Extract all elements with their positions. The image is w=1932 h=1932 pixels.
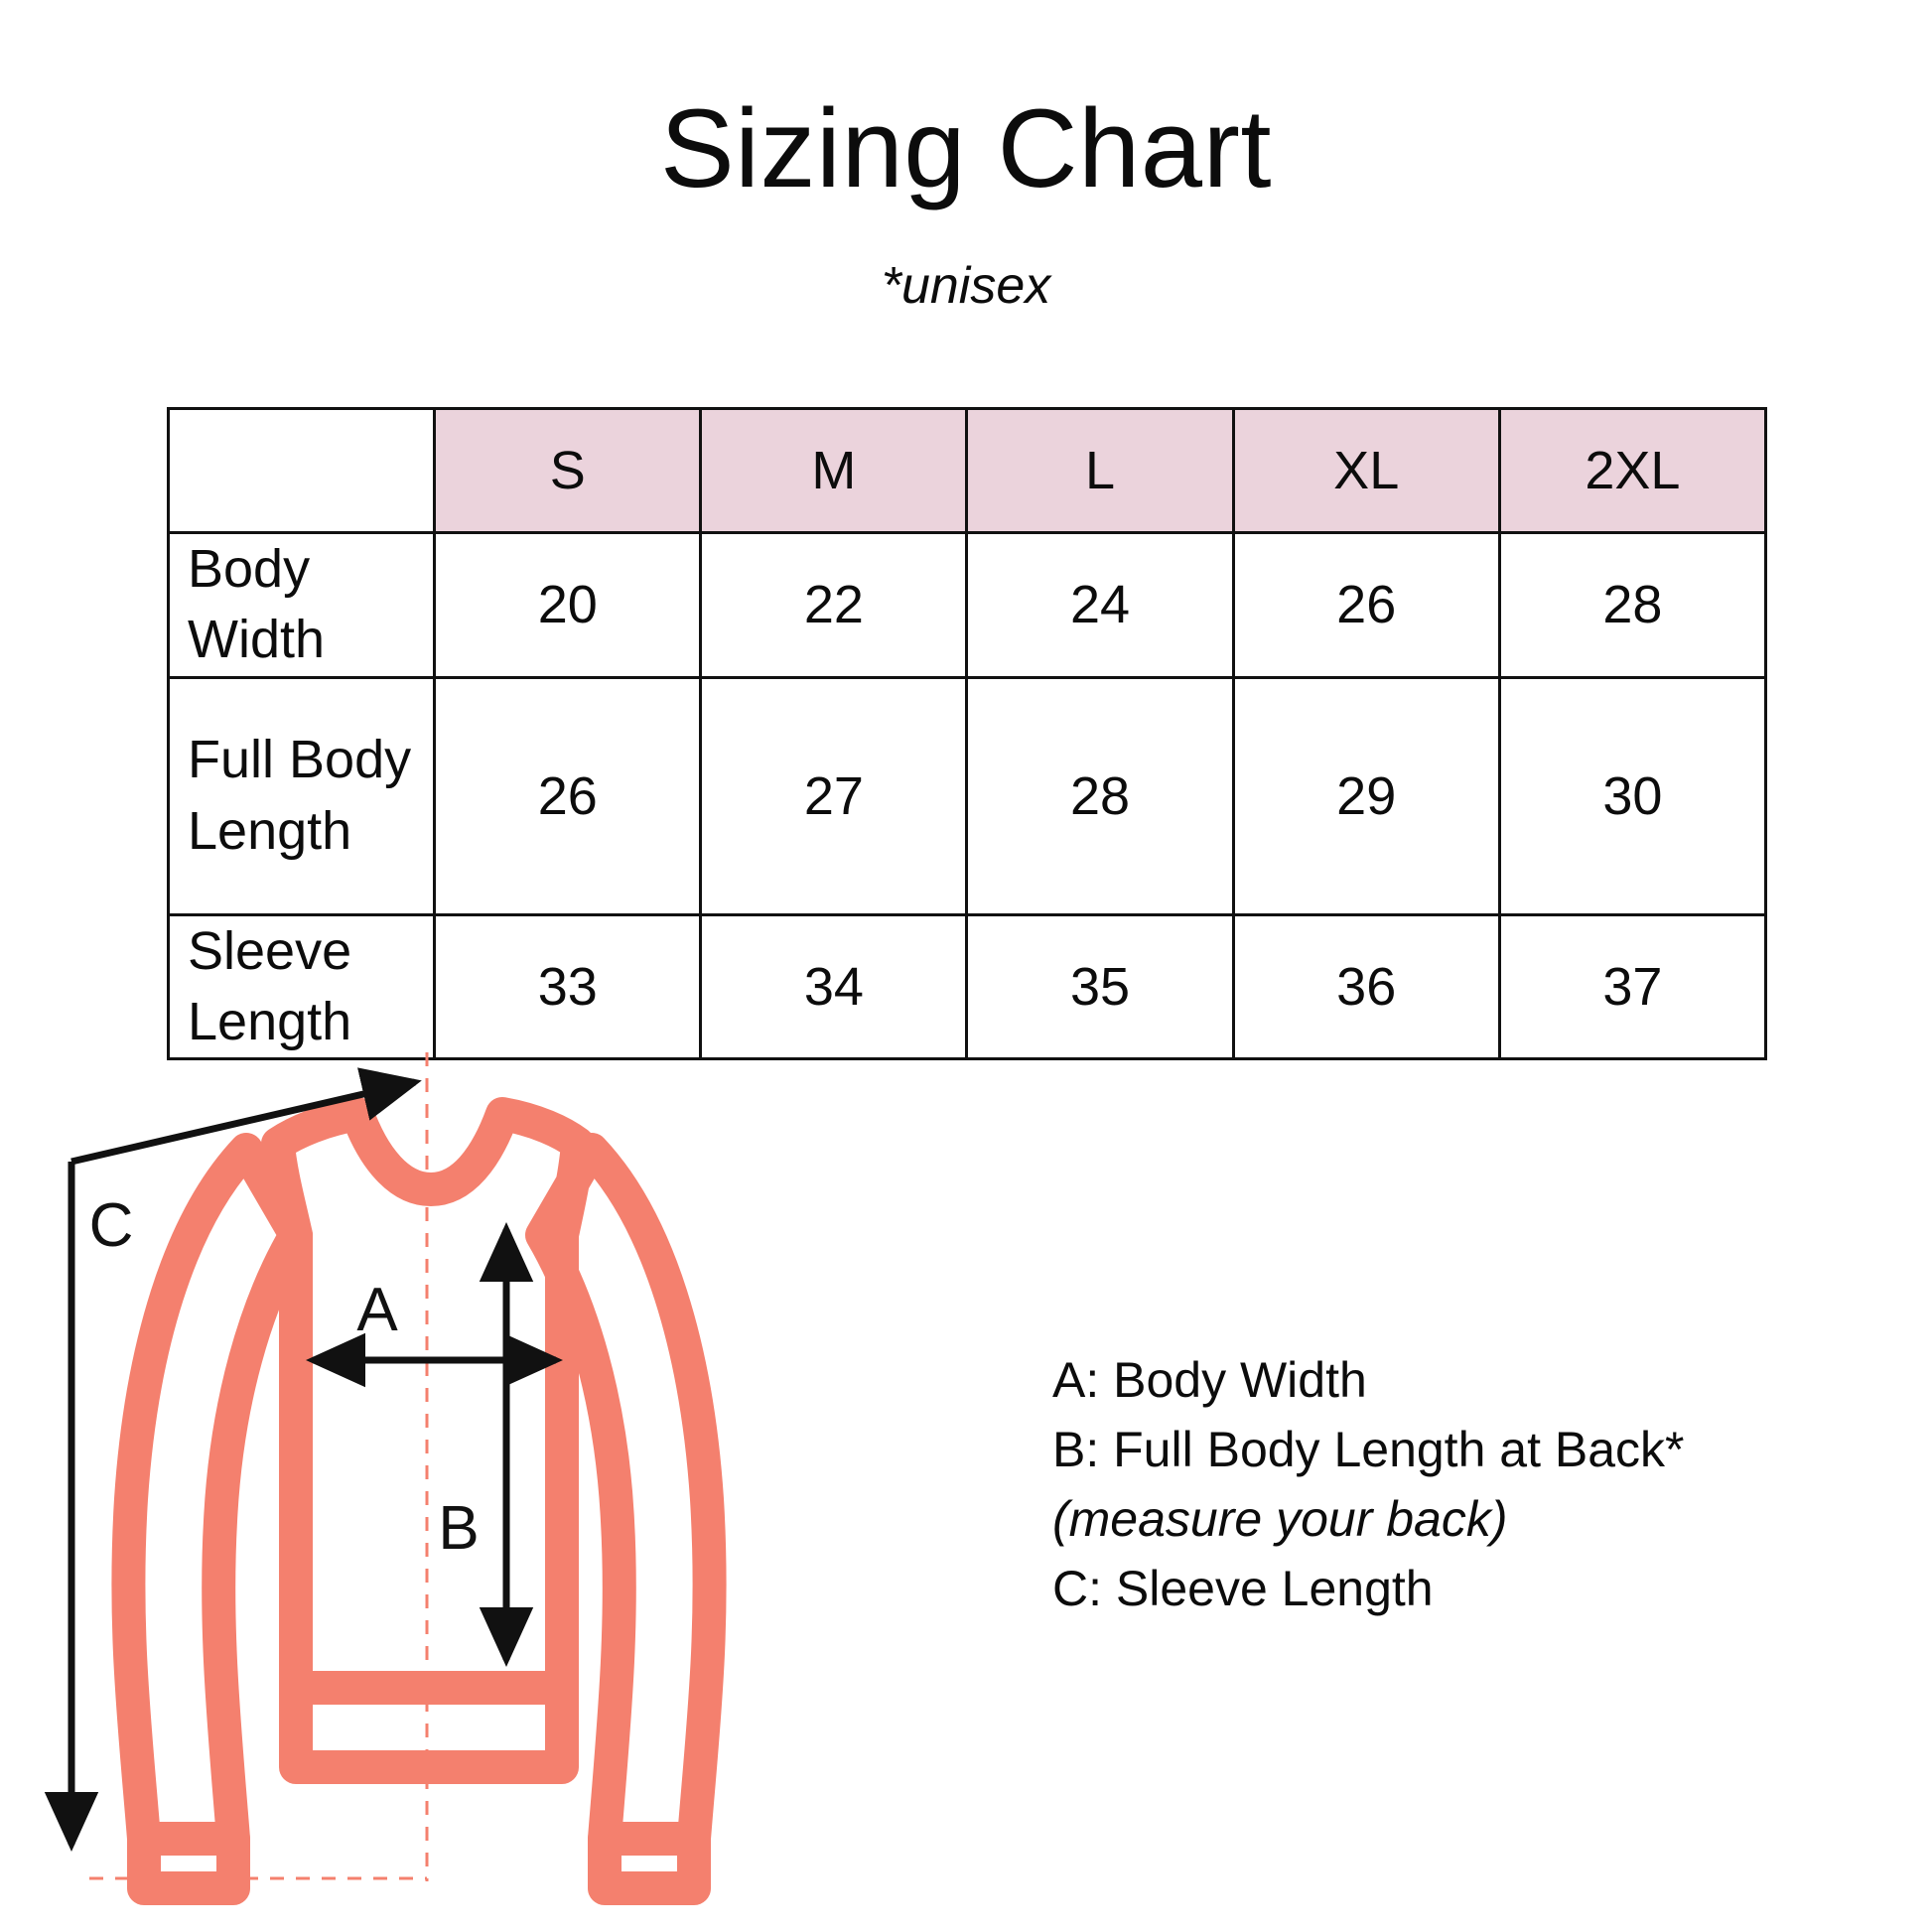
legend-line-b: B: Full Body Length at Back* [1052,1422,1685,1477]
marker-label-c: C [89,1191,134,1260]
row-label-line-2: Length [188,800,352,861]
cell-full-body-length-s: 26 [433,675,703,916]
cell-sleeve-length-m: 34 [699,912,969,1061]
column-header-xl: XL [1231,407,1501,534]
page-subtitle: *unisex [881,257,1051,315]
legend-line-c: C: Sleeve Length [1052,1561,1434,1616]
table-header: S M L XL 2XL [166,407,1768,534]
cell-sleeve-length-s: 33 [433,912,703,1061]
table-row: Sleeve Length 33 34 35 36 37 [166,912,1768,1061]
cell-sleeve-length-xl: 36 [1231,912,1501,1061]
row-label-sleeve-length: Sleeve Length [166,912,437,1061]
cell-full-body-length-m: 27 [699,675,969,916]
table-header-row: S M L XL 2XL [166,407,1768,534]
page-title: Sizing Chart [659,86,1273,210]
cell-sleeve-length-2xl: 37 [1497,912,1768,1061]
column-header-m: M [699,407,969,534]
measurement-legend: A: Body Width B: Full Body Length at Bac… [1052,1345,1906,1623]
column-header-2xl: 2XL [1497,407,1768,534]
marker-label-a: A [356,1276,398,1344]
row-label-body-width: Body Width [166,531,437,679]
table-corner-cell [166,407,437,534]
column-header-s: S [433,407,703,534]
sweater-measurement-diagram: A B C [30,1033,1023,1906]
cell-full-body-length-xl: 29 [1231,675,1501,916]
cell-body-width-2xl: 28 [1497,531,1768,679]
cell-body-width-m: 22 [699,531,969,679]
marker-label-b: B [438,1494,479,1563]
table-row: Body Width 20 22 24 26 28 [166,531,1768,679]
sizing-table: S M L XL 2XL Body Width 20 22 24 26 28 F… [166,407,1768,1061]
sweater-illustration [111,1097,727,1905]
cell-body-width-l: 24 [965,531,1235,679]
cell-full-body-length-2xl: 30 [1497,675,1768,916]
row-label-line-1: Full Body [188,730,412,790]
cell-sleeve-length-l: 35 [965,912,1235,1061]
measurement-arrow-c [44,1067,422,1853]
legend-line-a: A: Body Width [1052,1352,1367,1408]
cell-body-width-xl: 26 [1231,531,1501,679]
legend-line-b-note: (measure your back) [1052,1491,1508,1547]
cell-full-body-length-l: 28 [965,675,1235,916]
column-header-l: L [965,407,1235,534]
cell-body-width-s: 20 [433,531,703,679]
